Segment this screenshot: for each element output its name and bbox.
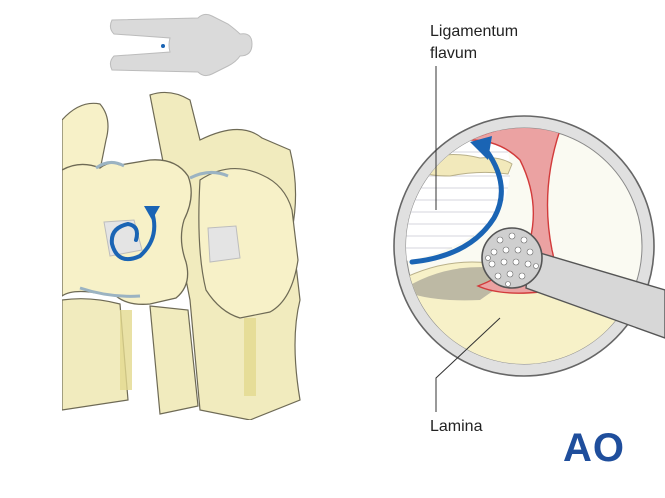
burr-icon bbox=[481, 227, 543, 289]
rotation-arrow-icon bbox=[109, 206, 160, 261]
lamina-leader-line bbox=[435, 317, 501, 412]
label-lamina: Lamina bbox=[430, 418, 483, 435]
ao-logo: AO bbox=[563, 426, 625, 470]
label-ligamentum-line1: Ligamentum bbox=[430, 23, 519, 40]
label-ligamentum-line2: flavum bbox=[430, 45, 478, 62]
body-silhouette-icon bbox=[109, 13, 253, 77]
location-dot bbox=[161, 44, 165, 48]
magnified-view bbox=[393, 115, 665, 377]
vertebrae-illustration bbox=[62, 91, 301, 420]
